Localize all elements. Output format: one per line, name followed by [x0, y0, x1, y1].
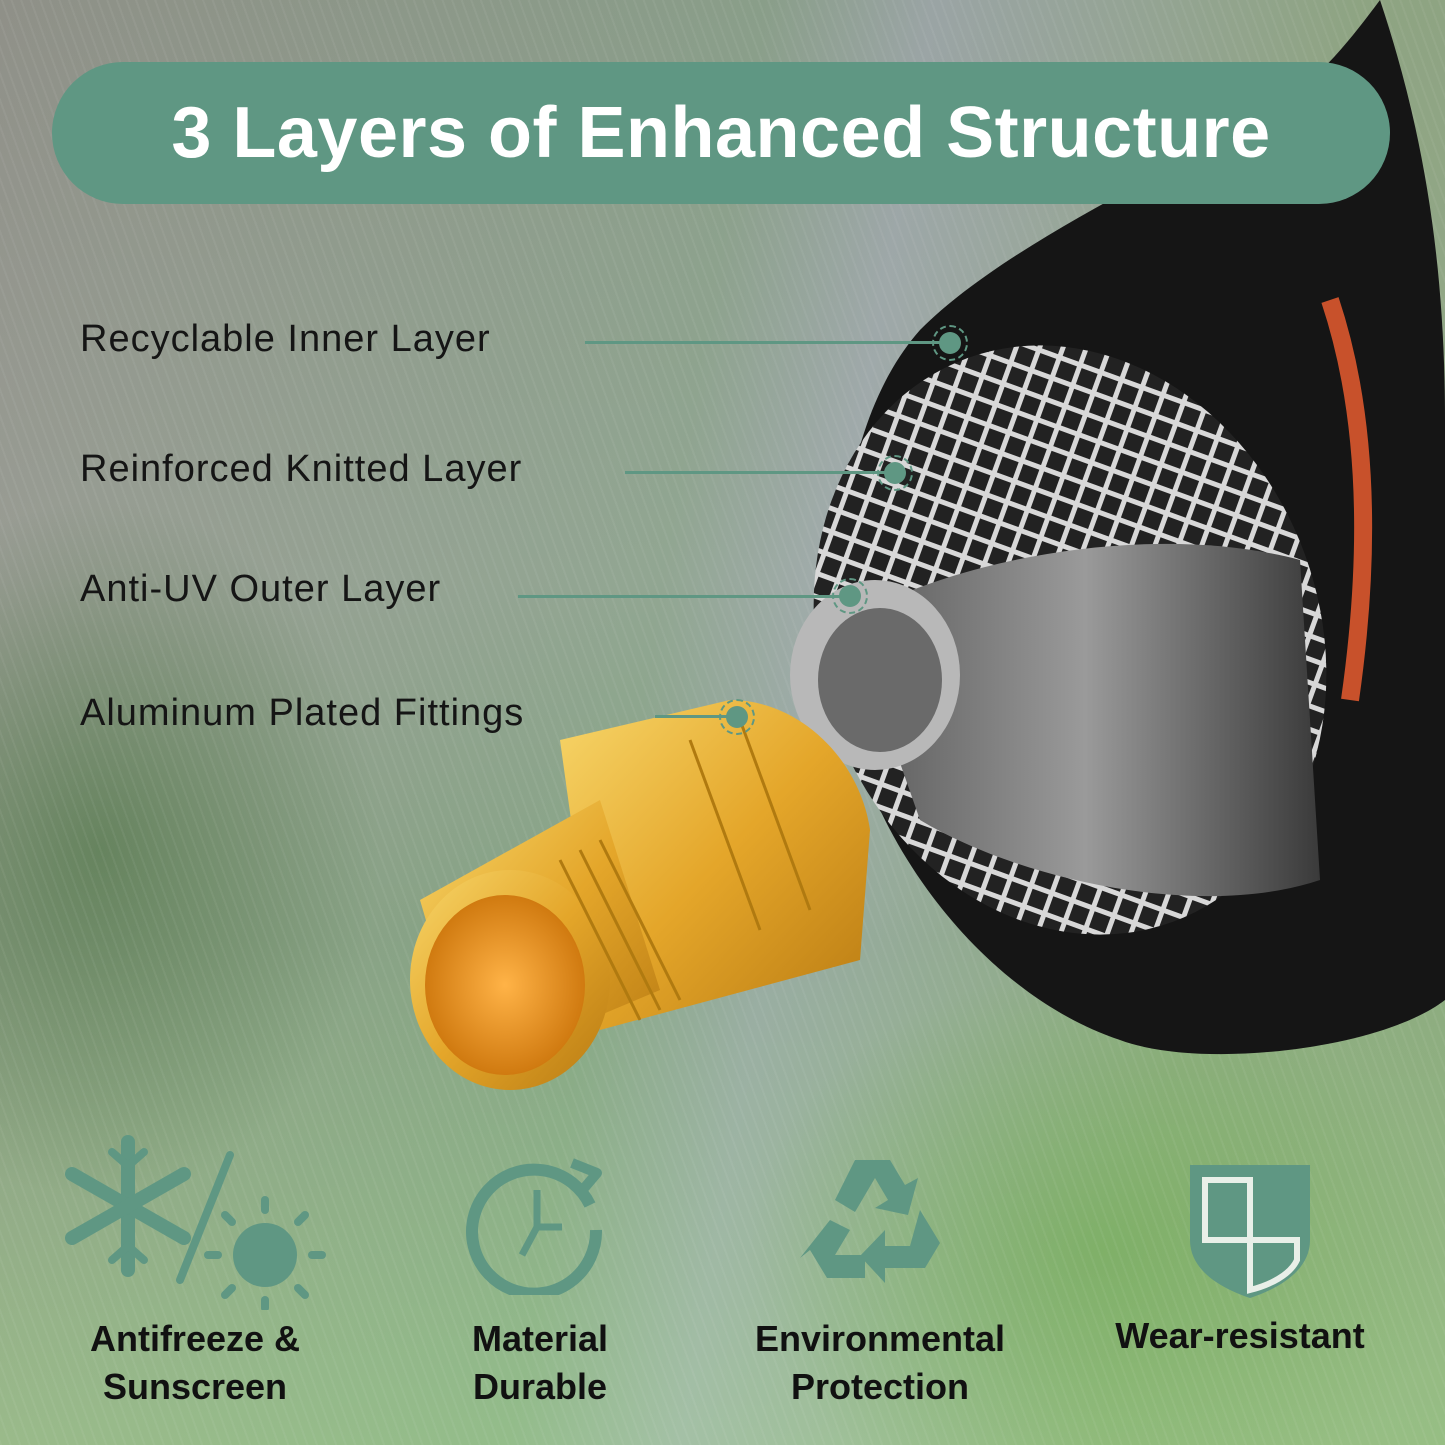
- callout-leader-line: [625, 471, 885, 474]
- callout-label-inner-layer: Recyclable Inner Layer: [80, 318, 491, 360]
- clock-cycle-icon: [466, 1158, 603, 1295]
- title-banner: 3 Layers of Enhanced Structure: [52, 62, 1390, 204]
- callout-leader-line: [518, 595, 840, 598]
- callout-label-knitted-layer: Reinforced Knitted Layer: [80, 448, 523, 490]
- callout-label-fittings: Aluminum Plated Fittings: [80, 692, 525, 734]
- hose-cutaway-illustration: [410, 0, 1445, 1090]
- recycle-icon: [800, 1160, 940, 1283]
- feature-title-line1: Antifreeze &: [89, 1318, 301, 1359]
- snowflake-sun-icon: [65, 1135, 326, 1310]
- callout-marker-dot: [719, 699, 755, 735]
- shield-icon: [1190, 1165, 1310, 1298]
- feature-wear-resistant: Wear-resistant: [1085, 1312, 1395, 1360]
- feature-title-line1: Environmental: [754, 1318, 1006, 1359]
- callout-label-outer-layer: Anti-UV Outer Layer: [80, 568, 442, 610]
- page-title: 3 Layers of Enhanced Structure: [171, 93, 1271, 173]
- callout-leader-line: [655, 715, 727, 718]
- feature-title-line2: Protection: [790, 1366, 969, 1407]
- feature-antifreeze-sunscreen: Antifreeze & Sunscreen: [40, 1315, 350, 1411]
- callout-marker-dot: [932, 325, 968, 361]
- feature-material-durable: Material Durable: [420, 1315, 660, 1411]
- feature-title-line1: Wear-resistant: [1115, 1315, 1365, 1356]
- callout-marker-dot: [832, 578, 868, 614]
- feature-title-line1: Material: [471, 1318, 609, 1359]
- feature-title-line2: Durable: [472, 1366, 608, 1407]
- feature-title-line2: Sunscreen: [102, 1366, 288, 1407]
- callout-leader-line: [585, 341, 940, 344]
- feature-environmental-protection: Environmental Protection: [725, 1315, 1035, 1411]
- callout-marker-dot: [877, 455, 913, 491]
